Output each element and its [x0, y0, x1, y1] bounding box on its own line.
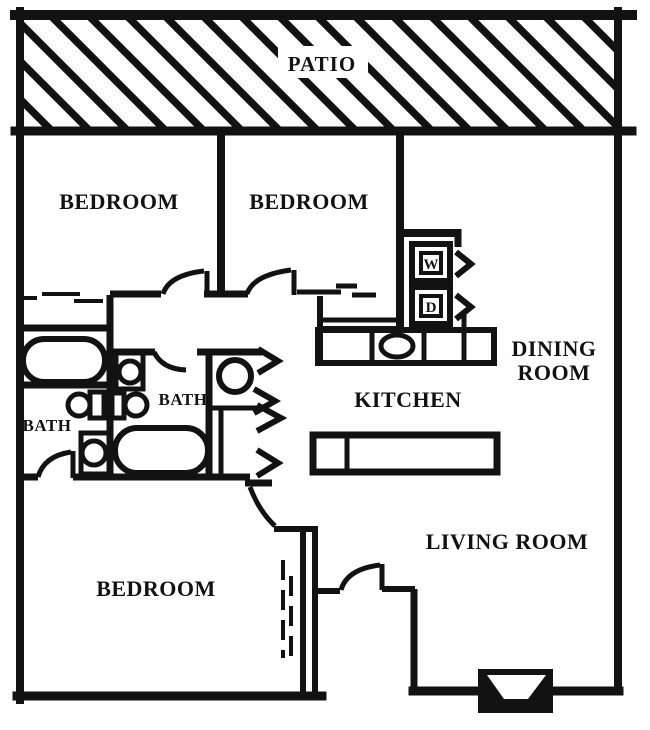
bedroom-partitions	[20, 131, 404, 331]
patio-label: PATIO	[288, 52, 356, 76]
patio-hatch-pattern	[24, 19, 618, 127]
entry-door-arc	[338, 562, 381, 591]
kitchen-area	[309, 296, 501, 476]
hall-door-arc	[247, 486, 277, 528]
washer-inner-box	[419, 251, 443, 275]
room-labels: BEDROOM BEDROOM BEDROOM BATH BATH KITCHE…	[23, 189, 597, 601]
dryer-label: D	[426, 300, 437, 316]
toilet-icon	[116, 358, 144, 386]
dryer-icon	[409, 284, 453, 327]
bathtub-icon	[112, 425, 211, 476]
kitchen-island	[309, 431, 501, 476]
washer-icon	[409, 241, 453, 284]
washer-door-chevron-icon	[454, 249, 476, 279]
fireplace	[478, 669, 553, 713]
door-chevron-icon	[255, 447, 284, 479]
kitchen-counter	[315, 327, 497, 366]
sink-vanity	[87, 389, 107, 421]
bedroom-bottom-label: BEDROOM	[96, 576, 216, 601]
fireplace-opening	[487, 675, 546, 699]
kitchen-label: KITCHEN	[354, 387, 461, 412]
outer-walls	[10, 7, 637, 704]
sink-icon	[65, 391, 93, 419]
bedroom-top-left-label: BEDROOM	[59, 189, 179, 214]
dryer-door-chevron-icon	[454, 292, 476, 322]
entry-area	[316, 562, 418, 692]
door-chevron-icon	[256, 346, 284, 376]
dryer-inner-box	[419, 294, 443, 318]
living-room-label: LIVING ROOM	[426, 529, 589, 554]
wc-nook	[205, 346, 288, 479]
patio-label-background	[278, 46, 368, 78]
hall-and-bedroom-bottom	[17, 449, 318, 695]
bedroom2-door-arc	[244, 267, 292, 295]
bath-middle	[109, 348, 262, 476]
sink-icon	[122, 391, 150, 419]
kitchen-sink-icon	[378, 332, 416, 360]
dining-room-label-line2: ROOM	[518, 360, 591, 385]
dining-room-label-line1: DINING	[512, 336, 597, 361]
patio-area: PATIO	[24, 19, 618, 127]
bath-left	[17, 295, 114, 478]
bath2-door-arc	[151, 350, 187, 373]
bath-left-label: BATH	[23, 416, 72, 435]
bath-middle-label: BATH	[159, 390, 208, 409]
bedroom1-door-arc	[160, 268, 205, 295]
sink-vanity	[109, 390, 127, 421]
toilet-icon	[216, 357, 254, 395]
toilet-icon	[79, 438, 109, 468]
bedroom-top-middle-label: BEDROOM	[249, 189, 369, 214]
laundry-closet: W D	[400, 229, 476, 331]
door-chevron-icon	[255, 402, 288, 434]
washer-label: W	[424, 257, 439, 273]
bedroom3-door-arc	[35, 449, 72, 478]
bathtub-icon	[20, 336, 108, 385]
